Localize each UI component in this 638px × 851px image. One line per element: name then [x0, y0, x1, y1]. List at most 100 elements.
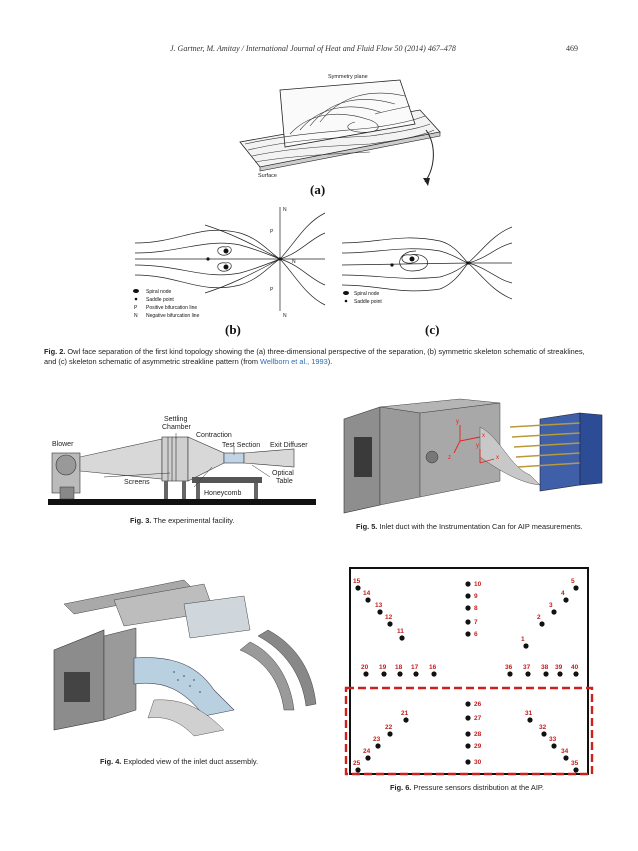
sensor-dot: [543, 671, 549, 677]
sensor-dot: [573, 585, 579, 591]
legend-saddle-point: Saddle point: [146, 297, 174, 303]
symmetry-plane-label: Symmetry plane: [328, 74, 368, 80]
figure-2-caption-text: Owl face separation of the first kind to…: [44, 347, 585, 366]
sensor-dot: [465, 759, 471, 765]
axis-label-y: y: [456, 419, 459, 425]
running-header: J. Gartner, M. Amitay / International Jo…: [0, 44, 638, 58]
figure-5-inlet-duct-instrumentation: y x z y x: [343, 398, 603, 514]
figure-2-caption: Fig. 2. Owl face separation of the first…: [44, 347, 594, 367]
sensor-label: 36: [505, 664, 513, 671]
label-exit-diffuser: Exit Diffuser: [270, 442, 308, 449]
label-blower: Blower: [52, 441, 74, 448]
figure-4-caption-text: Exploded view of the inlet duct assembly…: [123, 757, 259, 766]
sensor-label: 24: [363, 748, 371, 755]
figure-4-caption: Fig. 4. Exploded view of the inlet duct …: [100, 757, 258, 767]
sensor-label: 4: [561, 590, 565, 597]
figure-6-caption-label: Fig. 6.: [390, 783, 412, 792]
sensor-label: 2: [537, 614, 541, 621]
legend-spiral-node: Spiral node: [354, 291, 380, 297]
sensor-label: 16: [429, 664, 437, 671]
spiral-node-symbol: [343, 291, 349, 295]
sensor-label: 6: [474, 631, 478, 638]
sensor-dot: [413, 671, 419, 677]
sensor-dot: [465, 619, 471, 625]
figure-4-exploded-view: [53, 579, 317, 737]
sensor-label: 11: [397, 628, 404, 635]
axis-label-x2: x: [496, 455, 499, 461]
saddle-point-symbol: [134, 297, 138, 301]
sensor-label: 22: [385, 724, 393, 731]
surface-label: Surface: [258, 173, 277, 179]
sensor-label: 31: [525, 710, 533, 717]
legend-symbol-p: P: [134, 305, 138, 311]
sensor-label: 37: [523, 664, 531, 671]
figure-2c-label: (c): [425, 322, 440, 337]
sensor-dot: [363, 671, 369, 677]
sensor-label: 26: [474, 701, 482, 708]
label-settling: Settling: [164, 416, 187, 423]
figure-2a-label: (a): [310, 182, 326, 197]
figure-6-caption-text: Pressure sensors distribution at the AIP…: [413, 783, 544, 792]
sensor-dot: [431, 671, 437, 677]
legend-negative-bifurcation: Negative bifurcation line: [146, 313, 200, 319]
sensor-dot: [465, 731, 471, 737]
sensor-dot: [365, 755, 371, 761]
page-number: 469: [566, 44, 578, 53]
node-letter-p-bottom: P: [270, 287, 274, 293]
figure-5-caption-text: Inlet duct with the Instrumentation Can …: [379, 522, 583, 531]
sensor-label: 17: [411, 664, 419, 671]
sensor-dot: [507, 671, 513, 677]
legend-saddle-point: Saddle point: [354, 299, 382, 305]
spiral-node-symbol: [133, 289, 139, 293]
sensor-label: 38: [541, 664, 549, 671]
sensor-label: 1: [521, 636, 525, 643]
sensor-dot: [465, 605, 471, 611]
figure-2-caption-end: ).: [327, 357, 333, 366]
sensor-label: 20: [361, 664, 369, 671]
figure-2c-legend: Spiral node Saddle point: [343, 291, 382, 305]
sensor-dot: [551, 743, 557, 749]
legend-positive-bifurcation: Positive bifurcation line: [146, 305, 197, 311]
figure-2b-legend: P N Spiral node Saddle point Positive bi…: [133, 289, 200, 319]
legend-symbol-n: N: [134, 313, 138, 319]
sensor-label: 19: [379, 664, 387, 671]
label-optical: Optical: [272, 470, 294, 477]
figure-3-caption-label: Fig. 3.: [130, 516, 152, 525]
sensor-dot: [377, 609, 383, 615]
sensor-label: 23: [373, 736, 381, 743]
sensor-dot: [465, 581, 471, 587]
sensor-dot: [397, 671, 403, 677]
sensor-dot: [375, 743, 381, 749]
axis-label-y2: y: [476, 443, 479, 449]
figure-3-caption-text: The experimental facility.: [153, 516, 235, 525]
figure-5-caption-label: Fig. 5.: [356, 522, 378, 531]
sensor-dot: [465, 593, 471, 599]
sensor-dot: [525, 671, 531, 677]
sensor-dot: [355, 585, 361, 591]
sensor-label: 25: [353, 760, 361, 767]
sensor-label: 34: [561, 748, 569, 755]
figure-2a-3d-perspective: Symmetry plane Surface: [239, 74, 441, 186]
label-test-section: Test Section: [222, 442, 260, 449]
sensor-dot: [523, 643, 529, 649]
figure-2c-asymmetric-skeleton: [341, 226, 513, 300]
sensor-dot: [465, 715, 471, 721]
figure-3-experimental-facility: Blower Settling Chamber Contraction Test…: [48, 416, 316, 505]
label-contraction: Contraction: [196, 432, 232, 439]
figure-2b-label: (b): [225, 322, 241, 337]
sensor-dot: [557, 671, 563, 677]
figure-3-caption: Fig. 3. The experimental facility.: [130, 516, 234, 526]
legend-spiral-node: Spiral node: [146, 289, 172, 295]
sensor-label: 7: [474, 619, 478, 626]
sensor-dot: [365, 597, 371, 603]
sensor-dot: [527, 717, 533, 723]
sensor-dot: [381, 671, 387, 677]
sensor-label: 35: [571, 760, 579, 767]
sensor-label: 10: [474, 581, 482, 588]
label-honeycomb: Honeycomb: [204, 490, 241, 497]
sensor-dot: [387, 731, 393, 737]
sensor-label: 18: [395, 664, 403, 671]
figure-2-citation-link[interactable]: Wellborn et al., 1993: [260, 357, 328, 366]
sensor-dot: [465, 631, 471, 637]
sensor-label: 28: [474, 731, 482, 738]
